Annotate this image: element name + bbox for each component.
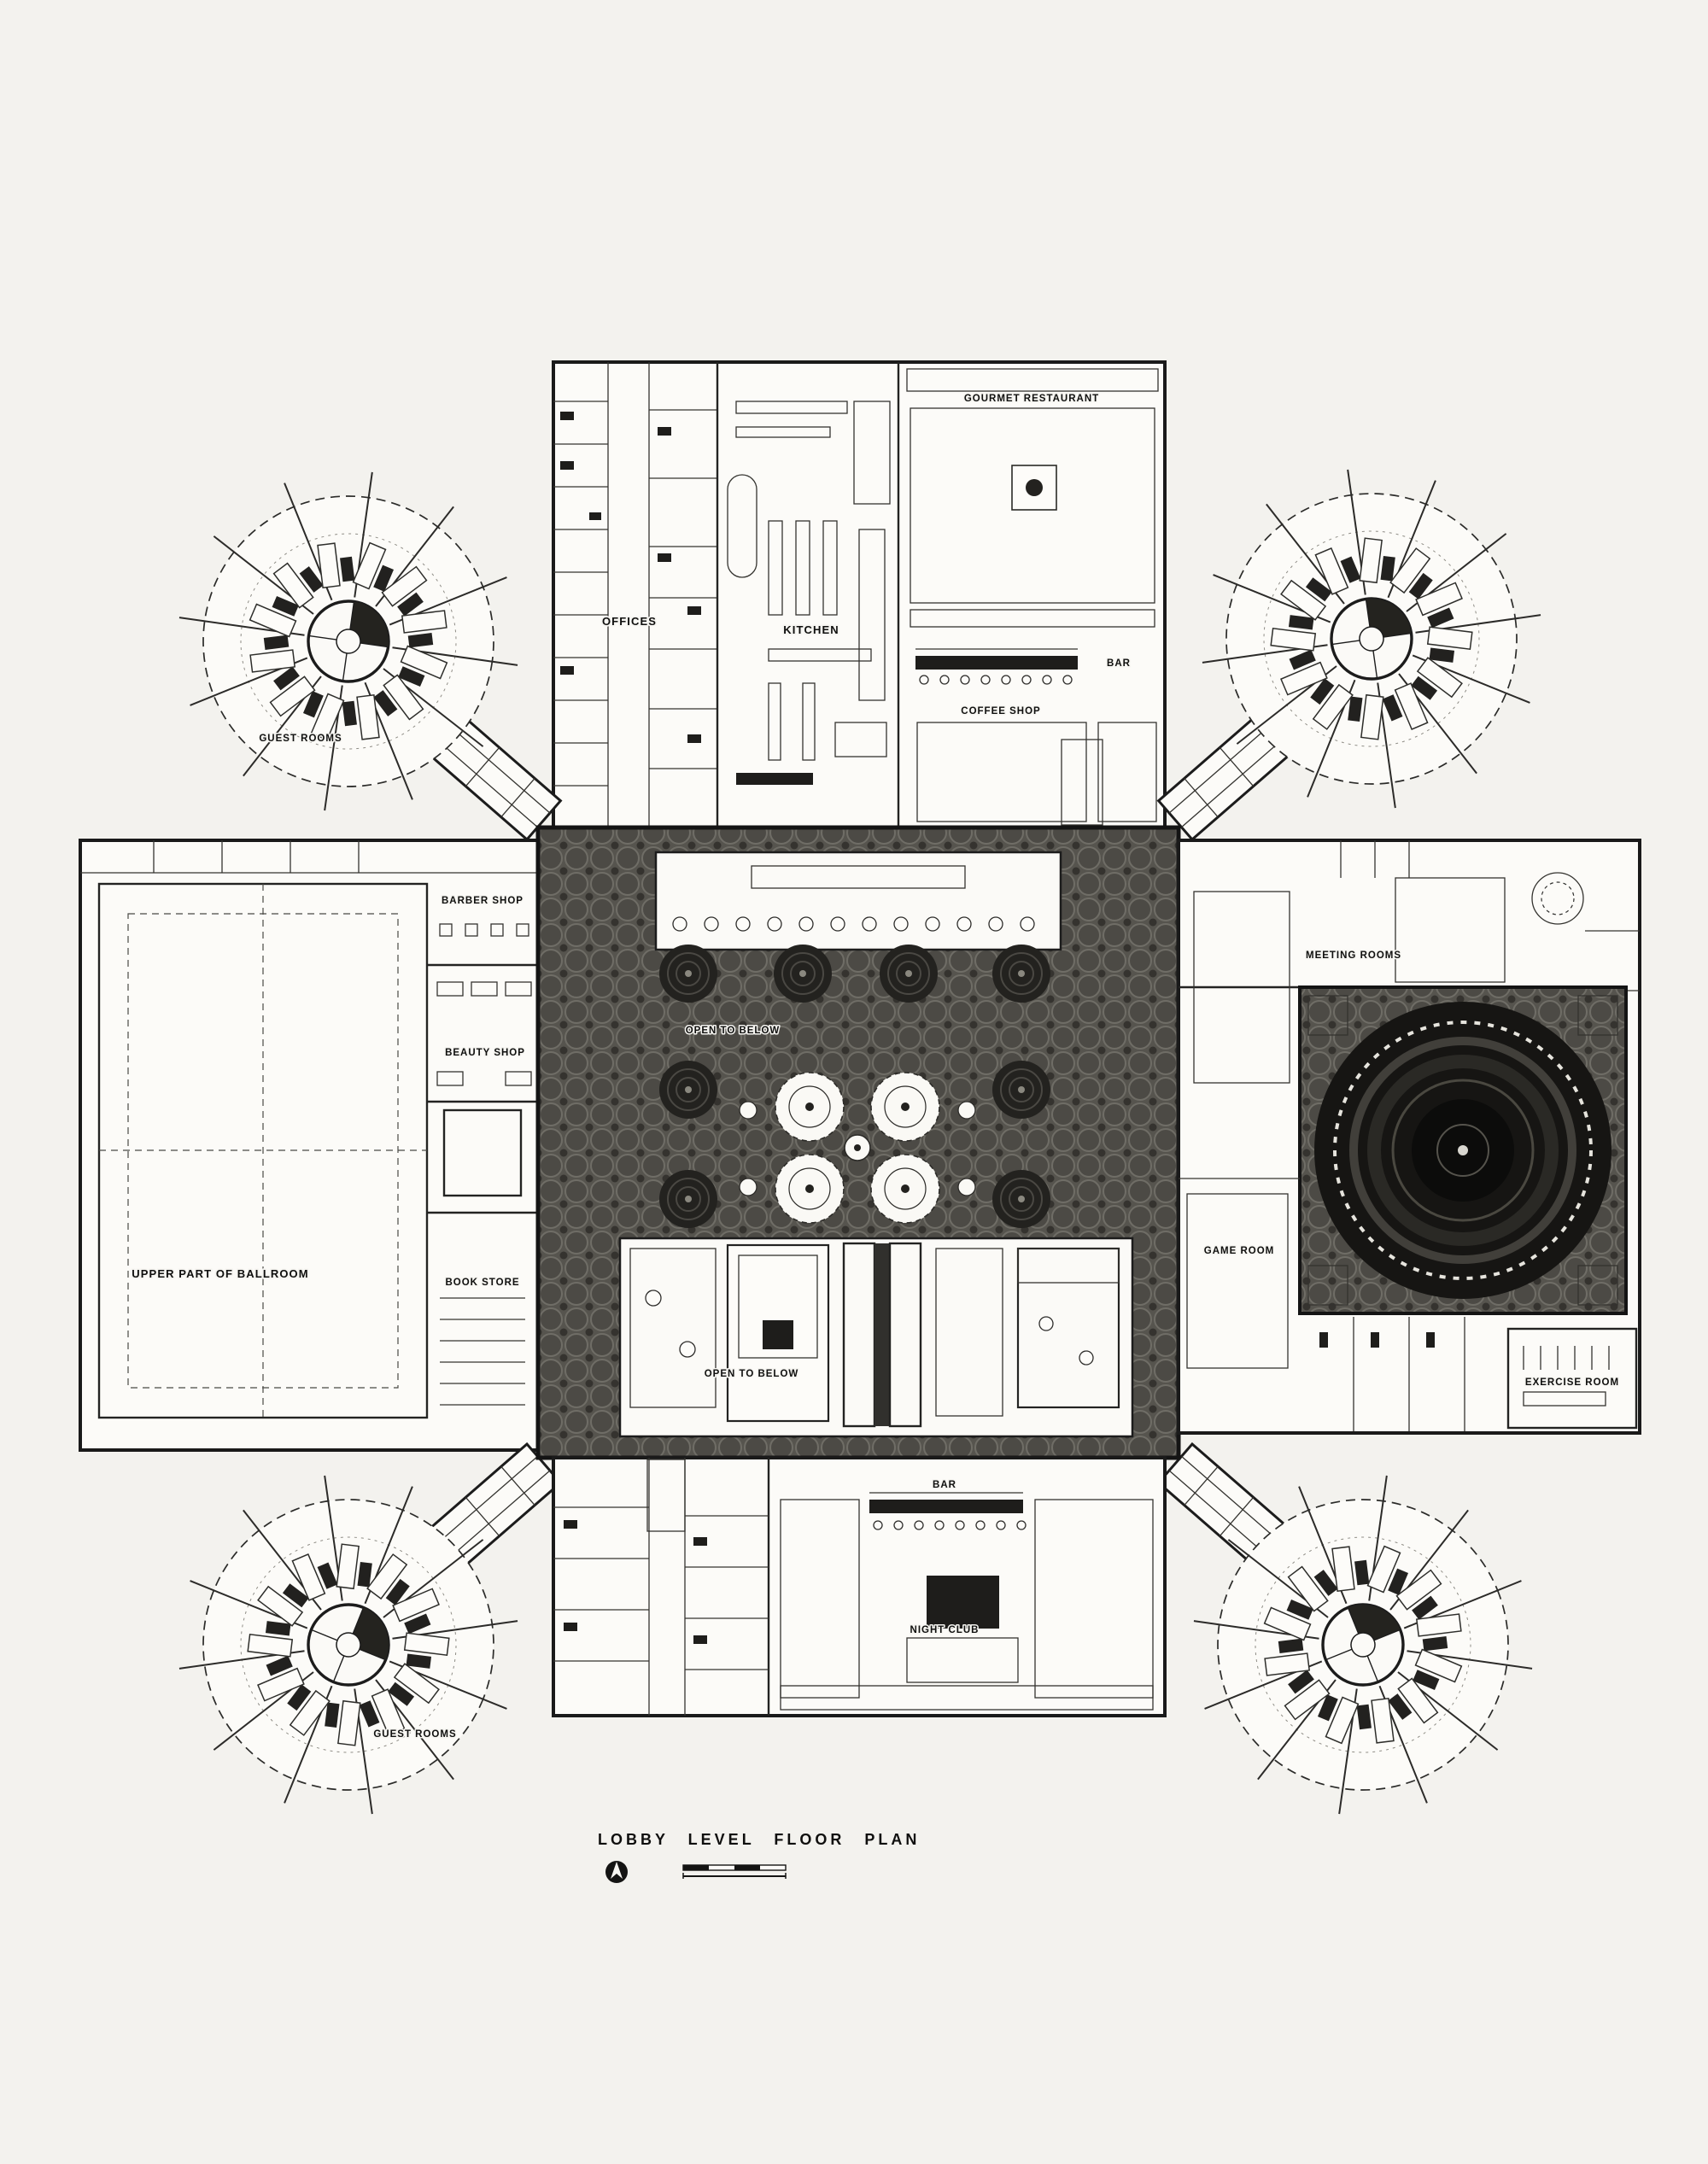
north-wing: OFFICES KITCHEN GO xyxy=(552,360,1167,832)
barber-shop-fixtures xyxy=(439,923,529,937)
label-coffee-shop: COFFEE SHOP xyxy=(961,706,1040,716)
label-open-to-below-north: OPEN TO BELOW xyxy=(686,1026,781,1036)
west-wing-outline xyxy=(79,839,540,1452)
bar-stools-lower xyxy=(873,1520,1027,1530)
south-wing-nightclub: BAR NIGHT CLUB xyxy=(552,1456,1167,1717)
escalator-divider xyxy=(874,1243,890,1426)
caption-title: LOBBY LEVEL FLOOR PLAN xyxy=(598,1831,920,1848)
booth-row-top xyxy=(906,368,1159,392)
terrace-restaurant xyxy=(654,851,1062,951)
east-wing: MEETING ROOMS GAME ROOM xyxy=(1177,839,1641,1435)
round-conference-table xyxy=(1531,872,1584,925)
coffee-shop-booths xyxy=(1097,722,1157,822)
booth-row-bottom xyxy=(780,1685,1154,1711)
bar-stools-upper xyxy=(919,675,1073,685)
escalator-right xyxy=(888,1242,922,1428)
label-exercise-room: EXERCISE ROOM xyxy=(1525,1377,1619,1388)
guest-tower-sw: GUEST ROOMS xyxy=(124,1420,573,1869)
gourmet-floor xyxy=(910,407,1155,604)
kitchen-area: KITCHEN xyxy=(716,362,900,830)
scale-bar xyxy=(682,1864,787,1879)
label-ballroom: UPPER PART OF BALLROOM xyxy=(132,1267,308,1280)
coffee-shop-floor xyxy=(916,722,1087,822)
atrium-seating-circles xyxy=(739,1072,976,1224)
bar-counter-upper xyxy=(915,656,1078,670)
meeting-tables-east xyxy=(1395,877,1506,983)
banquette-row xyxy=(910,609,1155,628)
label-offices: OFFICES xyxy=(602,615,657,628)
shop-right xyxy=(1016,1247,1120,1409)
beauty-shop-fixtures xyxy=(436,981,532,1086)
label-book-store: BOOK STORE xyxy=(445,1278,519,1288)
label-bar-lower: BAR xyxy=(933,1480,956,1490)
lobby-atrium: OPEN TO BELOW xyxy=(535,825,1181,1460)
label-open-to-below-south: OPEN TO BELOW xyxy=(705,1369,799,1379)
stair-west xyxy=(442,1108,523,1197)
dome-lounge xyxy=(1314,1002,1611,1299)
label-night-club: NIGHT CLUB xyxy=(910,1625,980,1635)
club-seating-west xyxy=(780,1499,860,1699)
club-seating-east xyxy=(1034,1499,1154,1699)
bar-counter-lower xyxy=(869,1500,1023,1513)
north-arrow-icon xyxy=(605,1861,628,1883)
cascade-garden xyxy=(935,1248,1003,1417)
dance-floor xyxy=(906,1637,1019,1683)
exercise-room: EXERCISE ROOM xyxy=(1506,1327,1638,1430)
stage xyxy=(927,1576,999,1629)
planter-band xyxy=(1061,739,1103,826)
dome-plaza xyxy=(1298,985,1628,1315)
label-kitchen: KITCHEN xyxy=(783,623,839,636)
label-beauty-shop: BEAUTY SHOP xyxy=(445,1048,525,1058)
caption-block: LOBBY LEVEL FLOOR PLAN xyxy=(598,1831,920,1883)
dining-area: GOURMET RESTAURANT BAR COFFEE SHOP xyxy=(906,368,1159,826)
meeting-tables-west xyxy=(1193,891,1290,1084)
offices-area: OFFICES xyxy=(553,362,717,830)
label-game-room: GAME ROOM xyxy=(1204,1246,1274,1256)
west-wing-ballroom: UPPER PART OF BALLROOM BARBER SHOP BEAUT… xyxy=(79,839,540,1452)
guest-tower-nw: GUEST ROOMS xyxy=(154,447,543,836)
south-court: OPEN TO BELOW xyxy=(618,1237,1134,1438)
lounge-area xyxy=(629,1248,717,1408)
label-gourmet-restaurant: GOURMET RESTAURANT xyxy=(964,394,1099,404)
label-guest-rooms-sw: GUEST ROOMS xyxy=(373,1729,456,1740)
label-barber-shop: BARBER SHOP xyxy=(442,896,524,906)
label-guest-rooms-nw: GUEST ROOMS xyxy=(259,734,342,744)
book-store-shelves xyxy=(440,1297,525,1406)
label-meeting-rooms: MEETING ROOMS xyxy=(1306,950,1401,961)
entry-planter xyxy=(646,1459,686,1532)
game-room-tables xyxy=(1186,1193,1289,1369)
label-bar-upper: BAR xyxy=(1107,658,1131,669)
